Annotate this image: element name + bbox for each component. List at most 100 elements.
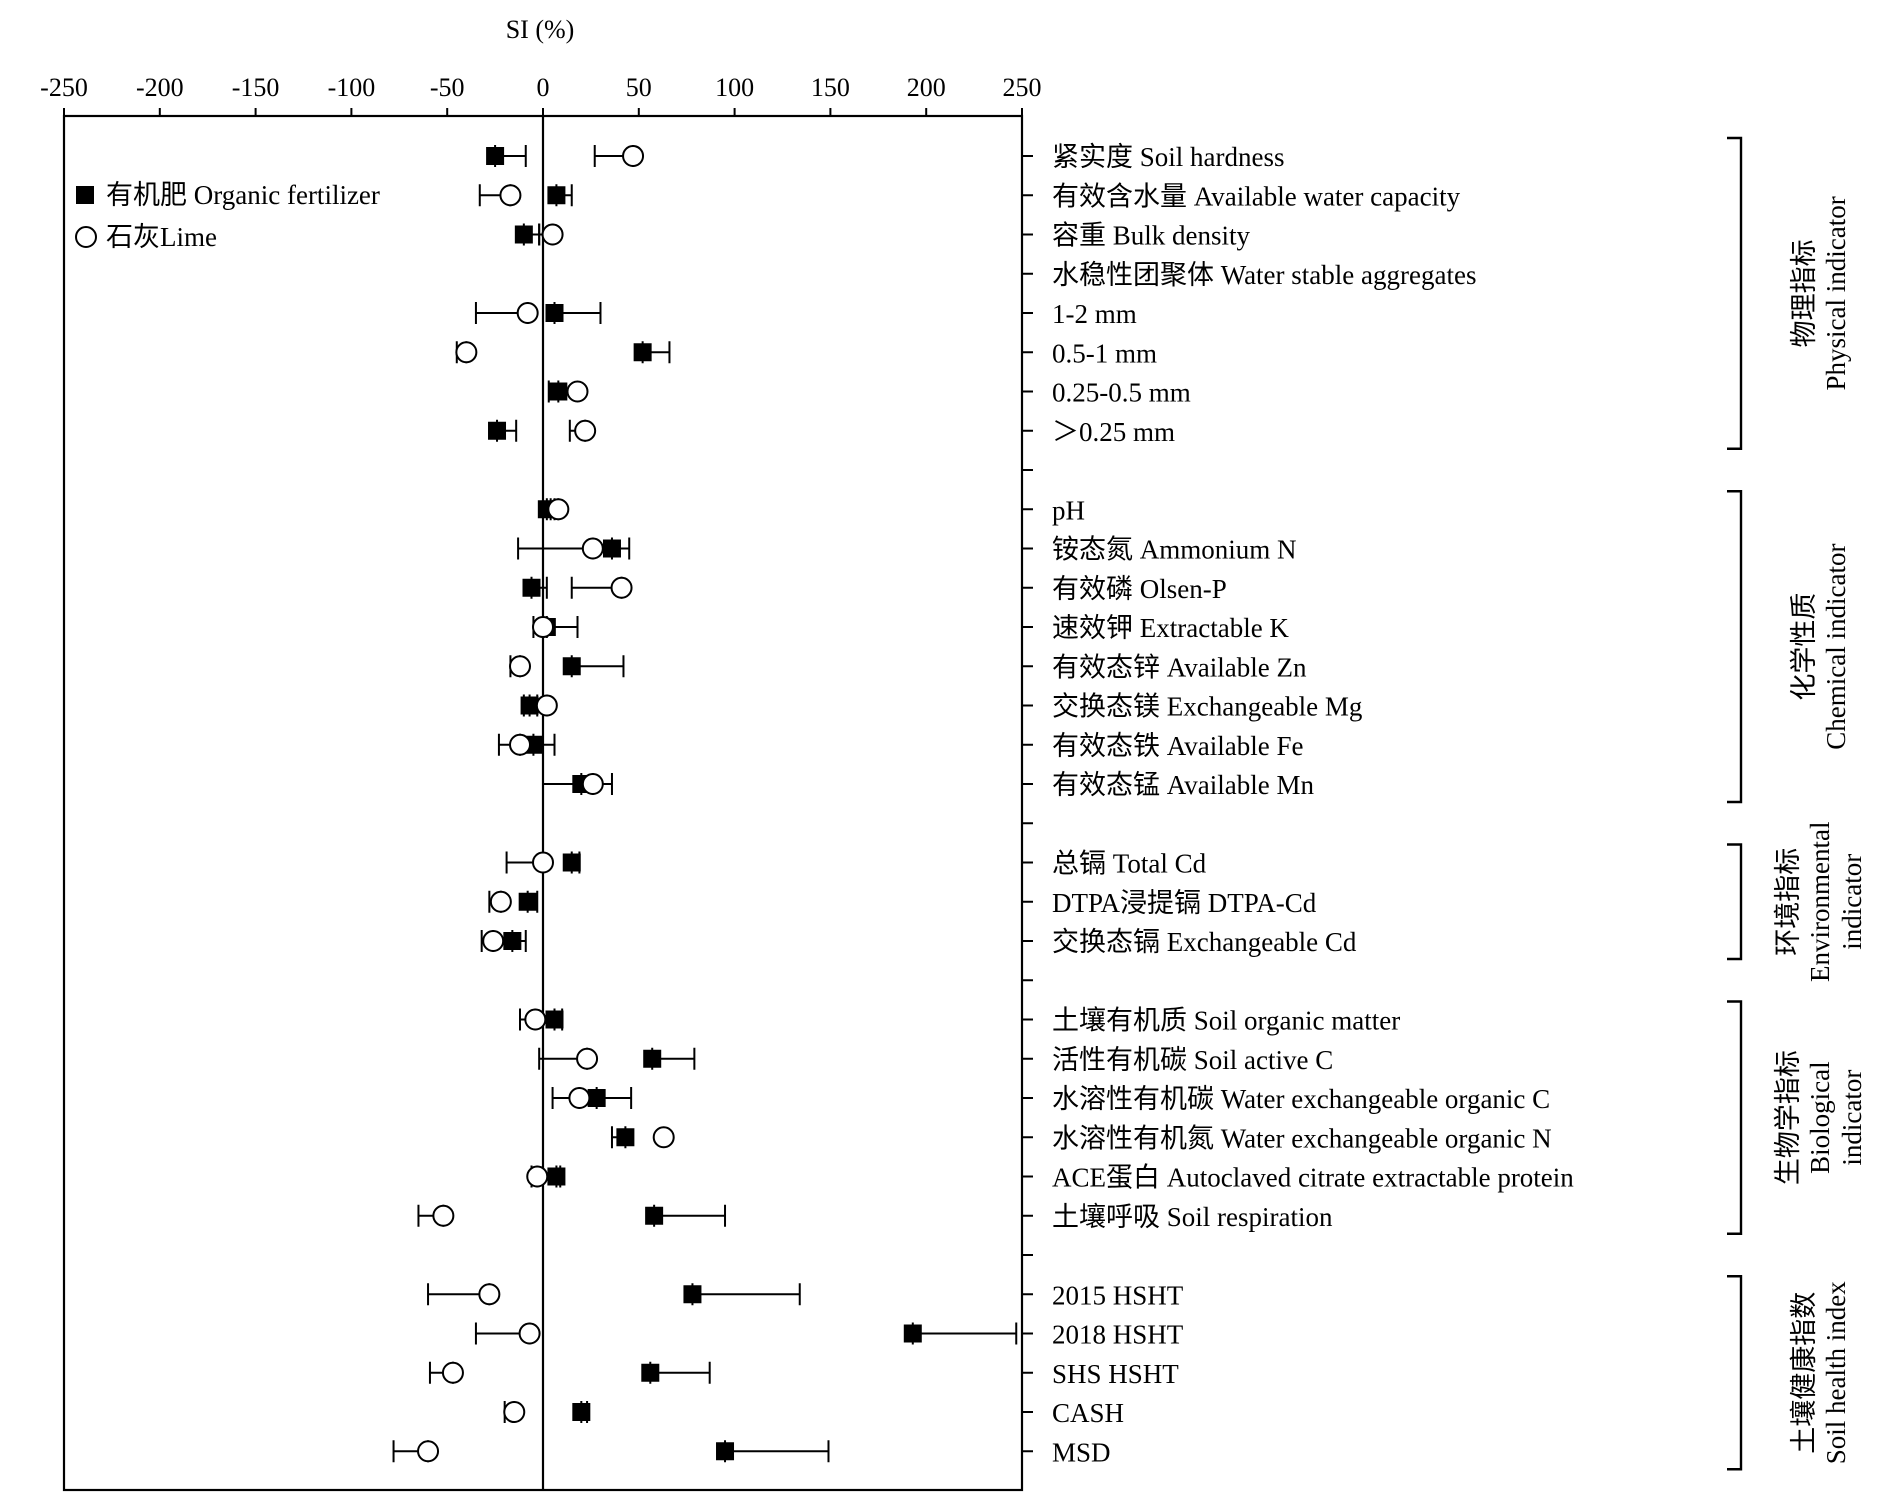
legend-lime-marker [75, 226, 97, 248]
legend-organic-fertilizer-label: 有机肥 Organic fertilizer [106, 180, 380, 210]
group-label: Chemical indicator [1821, 544, 1851, 750]
row-label: 土壤有机质 Soil organic matter [1052, 1006, 1400, 1036]
group-label: 土壤健康指数 [1789, 1292, 1819, 1454]
group-bracket [1727, 136, 1743, 450]
x-tick-label: 0 [537, 73, 550, 102]
row-label: 铵态氮 Ammonium N [1052, 535, 1297, 565]
lime-point [432, 1204, 455, 1227]
organic-fertilizer-point [522, 578, 541, 597]
data-markers [417, 145, 922, 1463]
row-label: pH [1052, 495, 1085, 525]
row-label: 交换态镁 Exchangeable Mg [1052, 692, 1362, 722]
lime-point [482, 930, 505, 952]
lime-point [622, 145, 645, 167]
lime-point [532, 851, 554, 874]
organic-fertilizer-point [641, 1363, 660, 1382]
legend-organic-fertilizer-marker [76, 186, 94, 204]
group-label: indicator [1837, 854, 1867, 950]
row-label: 有效含水量 Available water capacity [1052, 181, 1461, 211]
row-label: 水溶性有机碳 Water exchangeable organic C [1052, 1084, 1550, 1114]
lime-point [566, 380, 589, 403]
row-label: 水溶性有机氮 Water exchangeable organic N [1052, 1123, 1552, 1153]
lime-point [417, 1440, 440, 1463]
x-tick-label: 250 [1003, 73, 1042, 102]
organic-fertilizer-point [520, 696, 539, 715]
lime-point [541, 223, 564, 246]
organic-fertilizer-point [643, 1049, 662, 1068]
organic-fertilizer-point [514, 225, 533, 244]
group-label: Physical indicator [1821, 196, 1851, 390]
row-label: CASH [1052, 1398, 1124, 1428]
lime-point [581, 537, 604, 560]
x-tick-label: 50 [626, 73, 652, 102]
organic-fertilizer-point [716, 1442, 735, 1461]
x-tick-label: 150 [811, 73, 850, 102]
lime-point [524, 1008, 547, 1031]
x-tick-label: 100 [715, 73, 754, 102]
lime-point [516, 302, 539, 324]
group-label: 环境指标 [1773, 848, 1803, 956]
row-label: 水稳性团聚体 Water stable aggregates [1052, 260, 1476, 290]
lime-point [509, 655, 532, 678]
organic-fertilizer-point [602, 539, 621, 558]
legend-lime-label: 石灰Lime [106, 222, 217, 252]
row-label: 容重 Bulk density [1052, 221, 1251, 251]
group-label: Biological [1805, 1061, 1835, 1173]
row-label: MSD [1052, 1437, 1111, 1467]
group-bracket [1727, 843, 1743, 961]
group-label: Soil health index [1821, 1281, 1851, 1464]
plot-axes [62, 114, 1024, 1492]
organic-fertilizer-point [547, 186, 566, 205]
lime-point [509, 733, 532, 756]
lime-point [652, 1126, 675, 1149]
organic-fertilizer-point [488, 421, 507, 440]
lime-point [478, 1283, 501, 1306]
organic-fertilizer-point [549, 382, 568, 401]
row-label: 总镉 Total Cd [1052, 849, 1207, 879]
lime-point [535, 694, 558, 717]
lime-point [581, 773, 604, 795]
row-label: 2018 HSHT [1052, 1320, 1184, 1350]
group-label: indicator [1837, 1070, 1867, 1166]
group-bracket [1727, 1275, 1743, 1471]
organic-fertilizer-point [562, 853, 581, 872]
row-label: 有效磷 Olsen-P [1052, 574, 1227, 604]
organic-fertilizer-point [518, 892, 537, 911]
organic-fertilizer-point [633, 343, 652, 362]
x-tick-label: -250 [40, 73, 88, 102]
row-label: 交换态镉 Exchangeable Cd [1052, 927, 1357, 957]
x-tick-label: -50 [430, 73, 465, 102]
lime-point [574, 419, 597, 442]
group-label: 化学性质 [1789, 593, 1819, 701]
row-label: 土壤呼吸 Soil respiration [1052, 1202, 1333, 1232]
row-label: SHS HSHT [1052, 1359, 1179, 1389]
organic-fertilizer-point [645, 1206, 664, 1225]
row-label: 有效态锰 Available Mn [1052, 770, 1314, 800]
organic-fertilizer-point [503, 932, 522, 950]
lime-point [532, 616, 554, 638]
x-axis-title: SI (%) [506, 15, 575, 44]
x-tick-label: -150 [232, 73, 280, 102]
lime-point [518, 1322, 541, 1345]
lime-point [610, 576, 633, 599]
error-bars [392, 145, 1018, 1463]
lime-point [568, 1087, 591, 1109]
organic-fertilizer-point [616, 1128, 635, 1147]
x-tick-label: -100 [328, 73, 376, 102]
group-label: 物理指标 [1789, 239, 1819, 347]
group-bracket [1727, 490, 1743, 804]
organic-fertilizer-point [572, 1403, 591, 1421]
lime-point [455, 341, 478, 364]
row-label: ＞0.25 mm [1052, 417, 1175, 447]
lime-point [441, 1361, 464, 1384]
lime-point [526, 1165, 549, 1188]
lime-point [576, 1047, 599, 1070]
row-label: 2015 HSHT [1052, 1280, 1184, 1310]
organic-fertilizer-point [486, 147, 505, 165]
row-label: 0.5-1 mm [1052, 338, 1157, 368]
group-label: Environmental [1805, 822, 1835, 982]
organic-fertilizer-point [545, 304, 564, 322]
group-label: 生物学指标 [1773, 1050, 1803, 1185]
